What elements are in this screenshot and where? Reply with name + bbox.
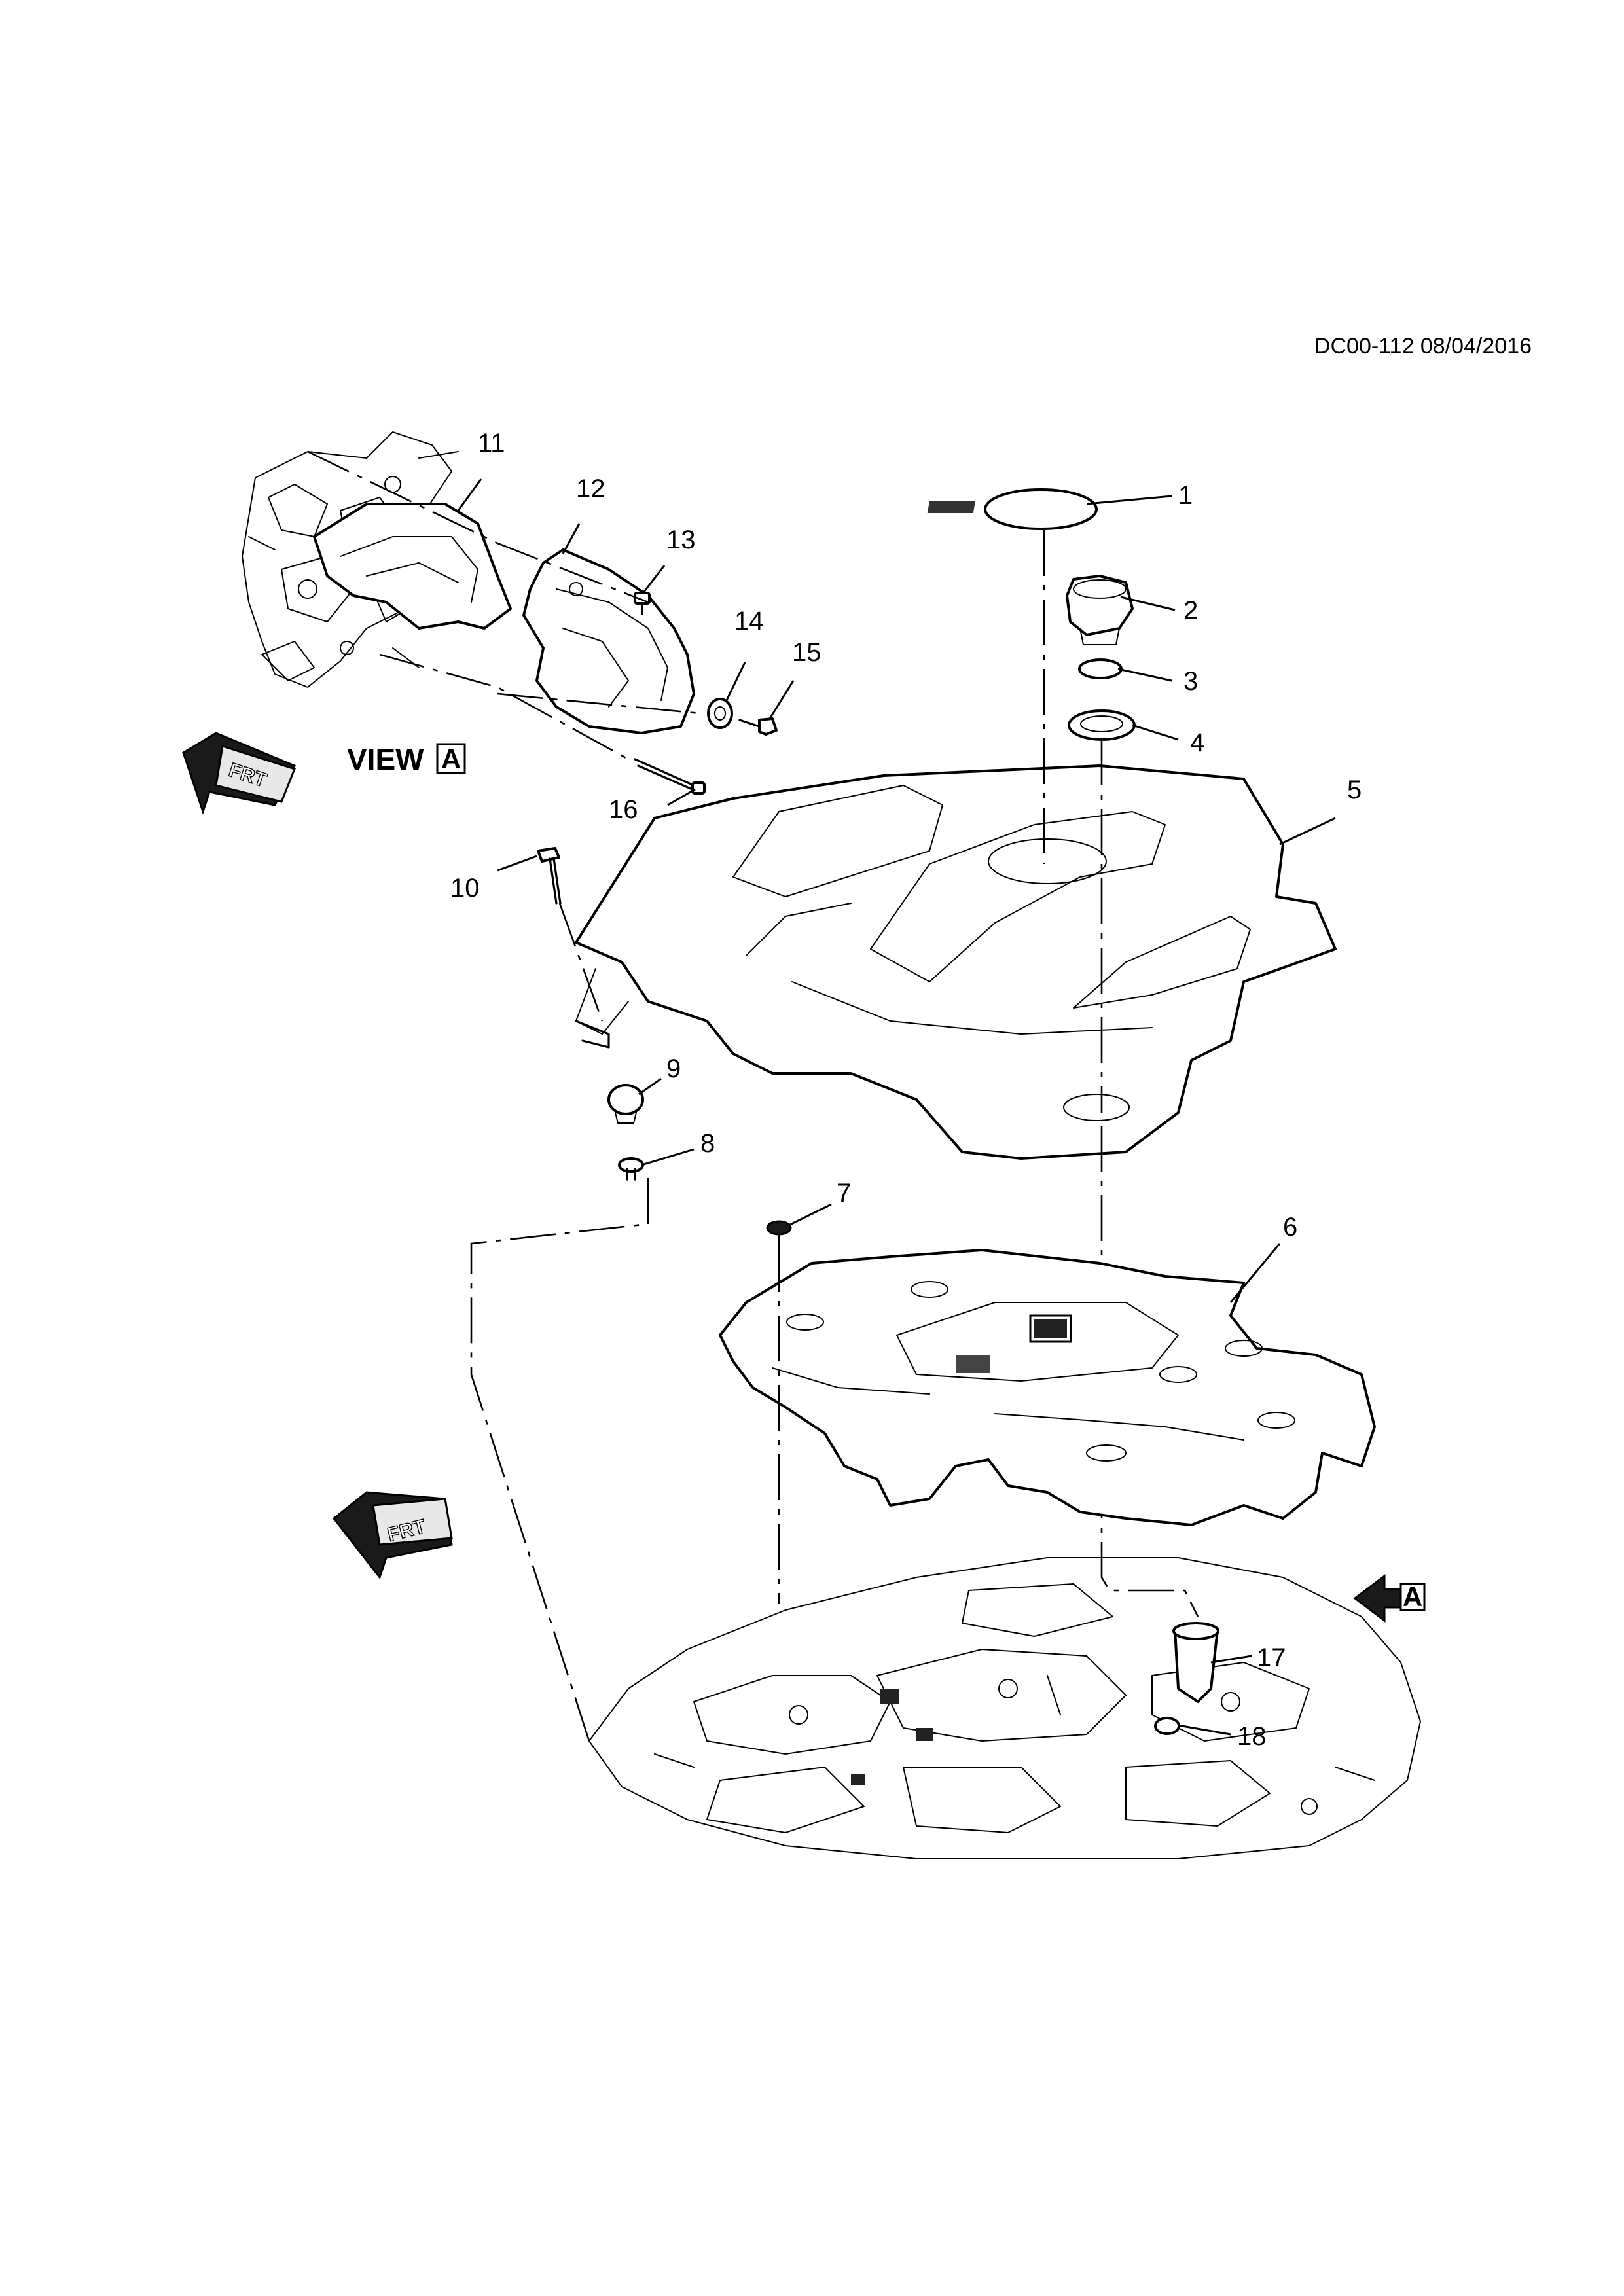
callout-numbers: 1 2 3 4 5 6 7 8 9 10 11 12 13 14 15 16 1…: [450, 429, 1362, 1751]
callout-17: 17: [1257, 1643, 1286, 1672]
callout-9: 9: [666, 1054, 681, 1083]
callout-leaders: [457, 478, 1336, 1736]
part-3-o-ring: [1078, 658, 1123, 679]
part-9-grommet: [607, 1084, 644, 1124]
part-16-stud: [634, 758, 706, 795]
callout-1: 1: [1178, 481, 1193, 510]
part-4-seal: [1068, 709, 1136, 741]
callout-8: 8: [700, 1129, 715, 1158]
part-2-oil-cap: [1066, 575, 1134, 645]
alignment-line: [470, 1178, 649, 1742]
part-17-breather: [1172, 1622, 1219, 1703]
part-8-clip: [618, 1157, 644, 1181]
part-10-bracket: [575, 1020, 610, 1049]
view-a-marker: A: [1353, 1573, 1426, 1623]
callout-7: 7: [837, 1179, 851, 1208]
alignment-line: [497, 692, 701, 715]
callout-3: 3: [1183, 667, 1198, 696]
view-letter-box: [436, 743, 466, 774]
part-14-grommet: [707, 698, 733, 729]
callout-16: 16: [609, 795, 638, 824]
part-12-shield: [522, 548, 695, 734]
part-10-bolt: [537, 847, 562, 905]
part-1-emblem: [927, 488, 1098, 530]
part-11-insulator: [313, 503, 512, 630]
view-marker-box: [1399, 1583, 1426, 1611]
callout-11: 11: [478, 429, 505, 457]
engine-assembly: [588, 1557, 1421, 1859]
part-7-push-pin: [766, 1220, 792, 1247]
part-5-engine-cover: [575, 764, 1337, 1160]
callout-14: 14: [734, 607, 764, 636]
callout-10: 10: [450, 874, 480, 903]
callout-2: 2: [1183, 596, 1198, 625]
view-a-label: VIEW A: [347, 742, 466, 776]
view-label-letter: A: [441, 744, 461, 774]
drawing-id: DC00-112 08/04/2016: [1314, 334, 1532, 359]
callout-15: 15: [792, 638, 821, 667]
part-18-o-ring: [1154, 1717, 1180, 1735]
callout-12: 12: [576, 475, 605, 503]
alignment-line: [558, 903, 604, 1022]
callout-4: 4: [1190, 728, 1204, 757]
view-label-text: VIEW: [347, 742, 424, 776]
callout-13: 13: [666, 526, 696, 554]
callout-6: 6: [1283, 1213, 1297, 1242]
part-6-carrier: [719, 1249, 1376, 1526]
frt-arrow-lower: FRT: [332, 1491, 453, 1580]
alignment-line: [307, 450, 649, 603]
part-15-bolt: [738, 717, 778, 736]
frt-arrow-upper: FRT: [182, 732, 297, 815]
callout-18: 18: [1237, 1722, 1267, 1751]
alignment-line: [379, 653, 629, 761]
callout-5: 5: [1347, 776, 1362, 804]
view-marker-letter: A: [1403, 1581, 1422, 1612]
